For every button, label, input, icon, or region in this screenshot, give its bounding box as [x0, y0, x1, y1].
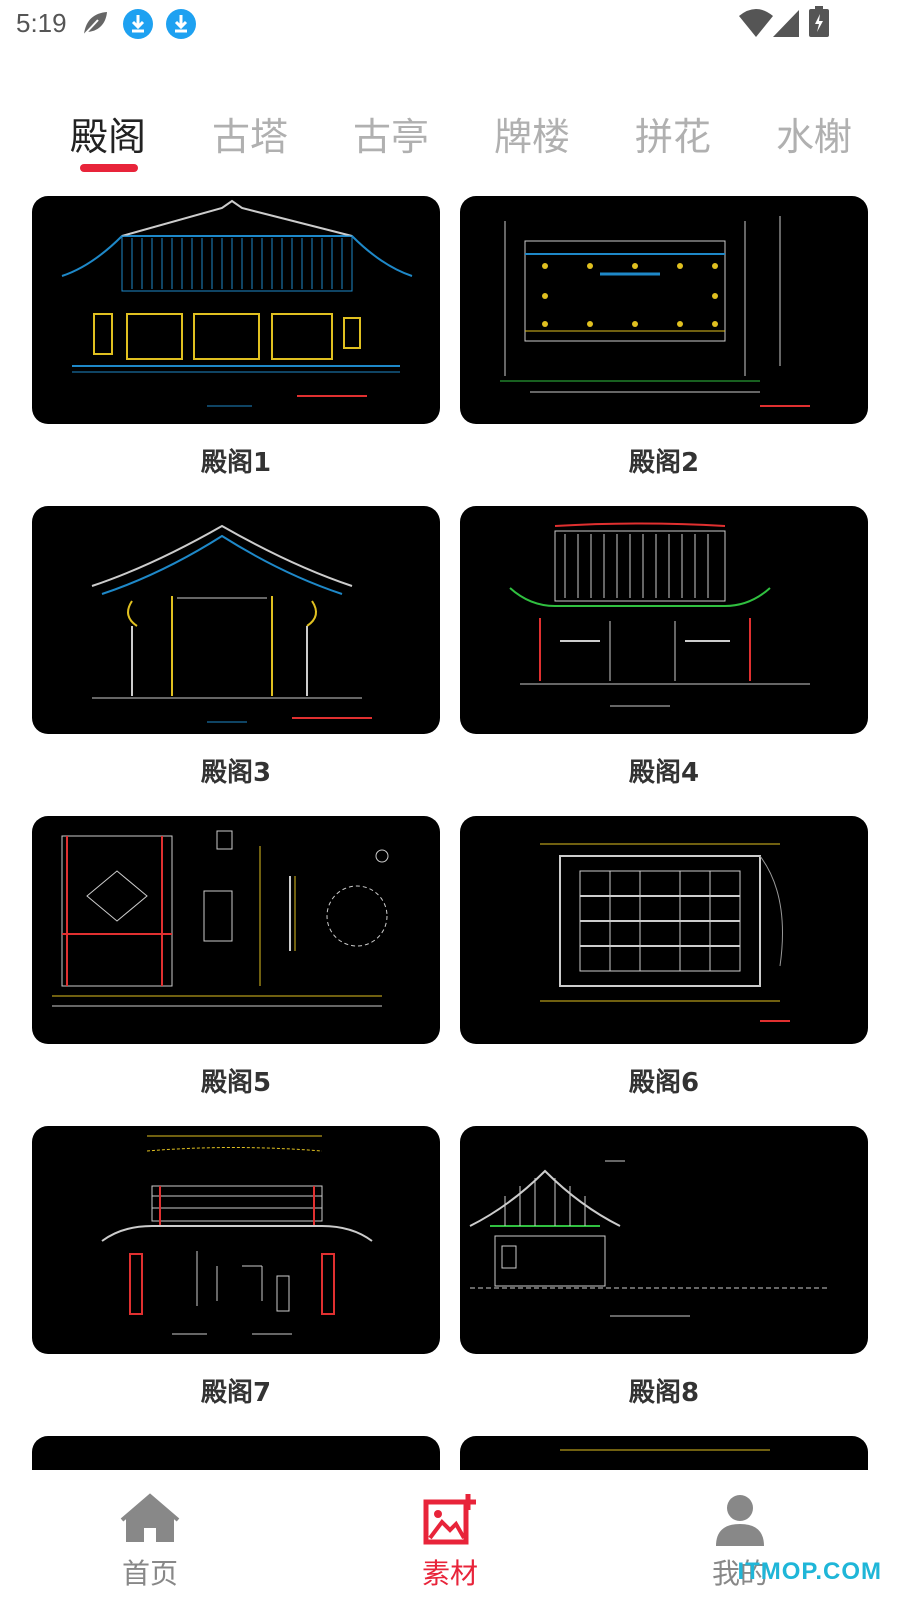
cad-thumbnail[interactable]	[460, 506, 868, 734]
tab-shui-xie[interactable]: 水榭	[776, 115, 853, 159]
home-icon	[120, 1492, 180, 1552]
cad-thumbnail[interactable]	[460, 1126, 868, 1354]
card-title: 殿阁1	[200, 448, 272, 478]
download-icon	[165, 8, 197, 44]
cad-thumbnail[interactable]	[460, 196, 868, 424]
card-title: 殿阁7	[200, 1378, 272, 1408]
cad-thumbnail[interactable]	[460, 816, 868, 1044]
cad-thumbnail[interactable]	[32, 196, 440, 424]
tab-indicator	[80, 164, 138, 172]
card-title: 殿阁3	[200, 758, 272, 788]
card-title: 殿阁2	[628, 448, 700, 478]
tab-gu-ta[interactable]: 古塔	[212, 115, 289, 159]
image-add-icon	[420, 1492, 480, 1552]
watermark: ITMOP.COM	[737, 1558, 882, 1585]
cad-thumbnail[interactable]	[32, 506, 440, 734]
download-icon	[122, 8, 154, 44]
bottom-navigation: 首页 素材 我的 ITMOP.COM	[0, 1470, 900, 1600]
nav-profile[interactable]: 我的	[660, 1470, 820, 1600]
nav-home-label: 首页	[121, 1557, 178, 1590]
tab-pai-lou[interactable]: 牌楼	[494, 115, 571, 159]
nav-home[interactable]: 首页	[70, 1470, 230, 1600]
cad-thumbnail[interactable]	[32, 1126, 440, 1354]
nav-materials[interactable]: 素材	[370, 1470, 530, 1600]
card-title: 殿阁8	[628, 1378, 700, 1408]
material-grid: 殿阁1 殿阁2	[32, 196, 868, 1470]
leaf-icon	[80, 8, 110, 42]
tab-pin-hua[interactable]: 拼花	[635, 115, 712, 159]
status-bar: 5:19	[0, 0, 900, 50]
cad-thumbnail[interactable]	[460, 1436, 868, 1470]
wifi-icon	[738, 8, 774, 42]
tab-gu-ting[interactable]: 古亭	[353, 115, 430, 159]
nav-materials-label: 素材	[421, 1557, 478, 1590]
tab-dian-ge[interactable]: 殿阁	[70, 115, 147, 159]
card-title: 殿阁6	[628, 1068, 700, 1098]
nav-profile-label: 我的	[711, 1557, 768, 1590]
user-icon	[710, 1492, 770, 1552]
category-tabs: 殿阁 古塔 古亭 牌楼 拼花 水榭	[0, 100, 900, 180]
cad-thumbnail[interactable]	[32, 1436, 440, 1470]
card-title: 殿阁5	[200, 1068, 272, 1098]
battery-icon	[808, 6, 830, 42]
status-time: 5:19	[16, 8, 67, 38]
card-title: 殿阁4	[628, 758, 700, 788]
signal-icon	[772, 8, 800, 42]
cad-thumbnail[interactable]	[32, 816, 440, 1044]
